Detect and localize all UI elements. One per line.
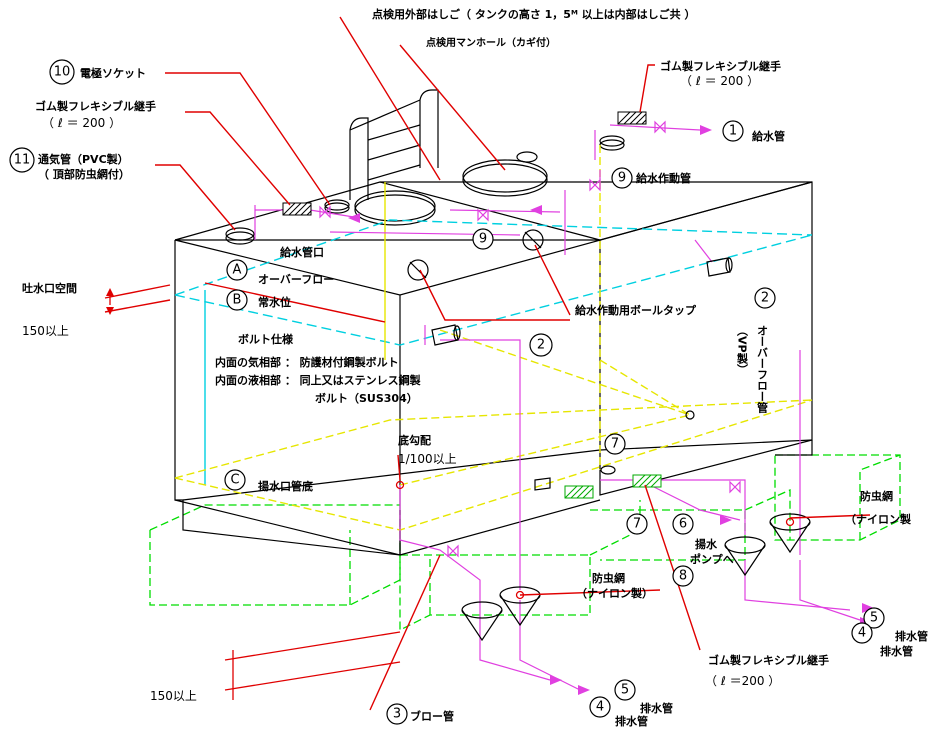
marker-5r-circle [863, 607, 885, 629]
marker-10-circle [49, 59, 75, 85]
electrode-socket-label: 電極ソケット [80, 66, 146, 80]
marker-5-circle [614, 679, 636, 701]
supply-inlet-label: 給水管口 [280, 245, 324, 259]
piping [254, 124, 861, 691]
flex-joint-top-right-length: （ ℓ ＝ 200 ） [680, 74, 759, 88]
marker-A: A [233, 263, 242, 278]
vent-pipe-note: （ 頂部防虫網付） [38, 167, 130, 181]
funnels [461, 513, 811, 642]
marker-1-circle [722, 120, 744, 142]
marker-2b: 2 [761, 291, 769, 306]
marker-11: 11 [14, 153, 31, 168]
marker-6: 6 [679, 517, 687, 532]
marker-3: 3 [393, 707, 401, 722]
marker-4r: 4 [858, 626, 866, 641]
air-gap-label: 吐水口空間 [22, 281, 77, 295]
marker-1: 1 [729, 124, 737, 139]
number-markers: 1 10 11 9 9 A B C 2 2 7 7 6 8 5 4 5 [9, 59, 885, 725]
slope-title: 底勾配 [398, 433, 431, 447]
marker-4-circle [589, 696, 611, 718]
vent-pipe-label: 通気管（PVC製） [38, 152, 129, 166]
ball-tap-label: 給水作動用ボールタップ [575, 303, 697, 317]
marker-9b: 9 [479, 232, 487, 247]
marker-5r: 5 [870, 611, 878, 626]
fittings [395, 229, 733, 491]
pump-label-2: ポンプへ [690, 552, 734, 566]
manhole-label: 点検用マンホール（カギ付） [426, 36, 556, 49]
marker-3-circle [386, 703, 408, 725]
marker-2a-circle [529, 333, 553, 357]
marker-B: B [233, 293, 242, 308]
marker-7b-circle [626, 513, 648, 535]
drain-pipe-label-5r: 排水管 [895, 629, 928, 643]
normal-water-level-label: 常水位 [258, 295, 291, 309]
supply-pipe-label: 給水管 [752, 129, 785, 143]
valves [319, 120, 741, 558]
flex-joint-top-left-length: （ ℓ ＝ 200 ） [42, 116, 121, 130]
insect-net-mid-material: （ナイロン製） [576, 586, 653, 600]
drain-pipe-label-4r: 排水管 [880, 644, 913, 658]
base-height-value: 150以上 [150, 689, 197, 703]
blow-pipe-label: ブロー管 [410, 709, 454, 723]
manholes [225, 135, 625, 245]
air-gap-value: 150以上 [22, 324, 69, 338]
marker-C-circle [224, 469, 246, 491]
marker-9b-circle [472, 228, 494, 250]
drain-pipe-label-5: 排水管 [640, 701, 673, 715]
marker-9a: 9 [618, 171, 626, 186]
flow-arrows [348, 125, 874, 695]
marker-8-circle [672, 565, 694, 587]
pump-label: 揚水 [695, 537, 718, 551]
marker-9a-circle [611, 167, 633, 189]
bolt-spec-line-1: 内面の気相部 ： 防護材付鋼製ボルト [215, 355, 399, 369]
insect-net-right-label: 防虫網 [860, 489, 893, 503]
flexible-joints [282, 111, 662, 499]
marker-4: 4 [596, 700, 604, 715]
marker-2b-circle [754, 287, 776, 309]
marker-11-circle [9, 147, 35, 173]
marker-C: C [230, 473, 239, 488]
bolt-spec-line-3: ボルト（SUS304） [315, 391, 418, 405]
overflow-label: オーバーフロー [258, 273, 334, 286]
drain-pipe-label-4: 排水管 [615, 714, 648, 728]
marker-7a: 7 [611, 437, 619, 452]
insect-net-mid-label: 防虫網 [592, 571, 625, 585]
flex-joint-top-left-label: ゴム製フレキシブル継手 [35, 99, 156, 113]
bolt-spec-title: ボルト仕様 [238, 332, 294, 346]
marker-6-circle [672, 513, 694, 535]
overflow-pipe-label: オーバーフロー管 [756, 325, 769, 414]
slope-value: 1/100以上 [398, 452, 457, 466]
marker-10: 10 [54, 65, 71, 80]
bolt-spec-line-2: 内面の液相部 ： 同上又はステンレス鋼製 [215, 373, 422, 387]
marker-7a-circle [604, 433, 626, 455]
marker-5: 5 [621, 683, 629, 698]
insect-net-right-material: （ナイロン製 [845, 512, 912, 526]
flex-joint-bottom-length: （ ℓ ＝200 ） [705, 674, 780, 688]
text-labels: 点検用外部はしご（ タンクの高さ 1，5ᴹ 以上は内部はしご共 ） 点検用マンホ… [22, 7, 928, 728]
supply-valve-pipe-label: 給水作動管 [636, 171, 691, 185]
marker-7b: 7 [633, 517, 641, 532]
ladder-label: 点検用外部はしご（ タンクの高さ 1，5ᴹ 以上は内部はしご共 ） [372, 7, 696, 21]
drain-bottom-label: 揚水口管底 [258, 479, 313, 493]
marker-B-circle [226, 289, 248, 311]
marker-4r-circle [851, 622, 873, 644]
overflow-pipe-material: （VP製） [736, 325, 750, 375]
flex-joint-bottom-label: ゴム製フレキシブル継手 [708, 653, 829, 667]
marker-A-circle [226, 259, 248, 281]
leader-lines [104, 16, 871, 711]
marker-8: 8 [679, 569, 687, 584]
external-ladder [349, 89, 439, 200]
marker-2a: 2 [537, 338, 545, 353]
flex-joint-top-right-label: ゴム製フレキシブル継手 [660, 59, 781, 73]
